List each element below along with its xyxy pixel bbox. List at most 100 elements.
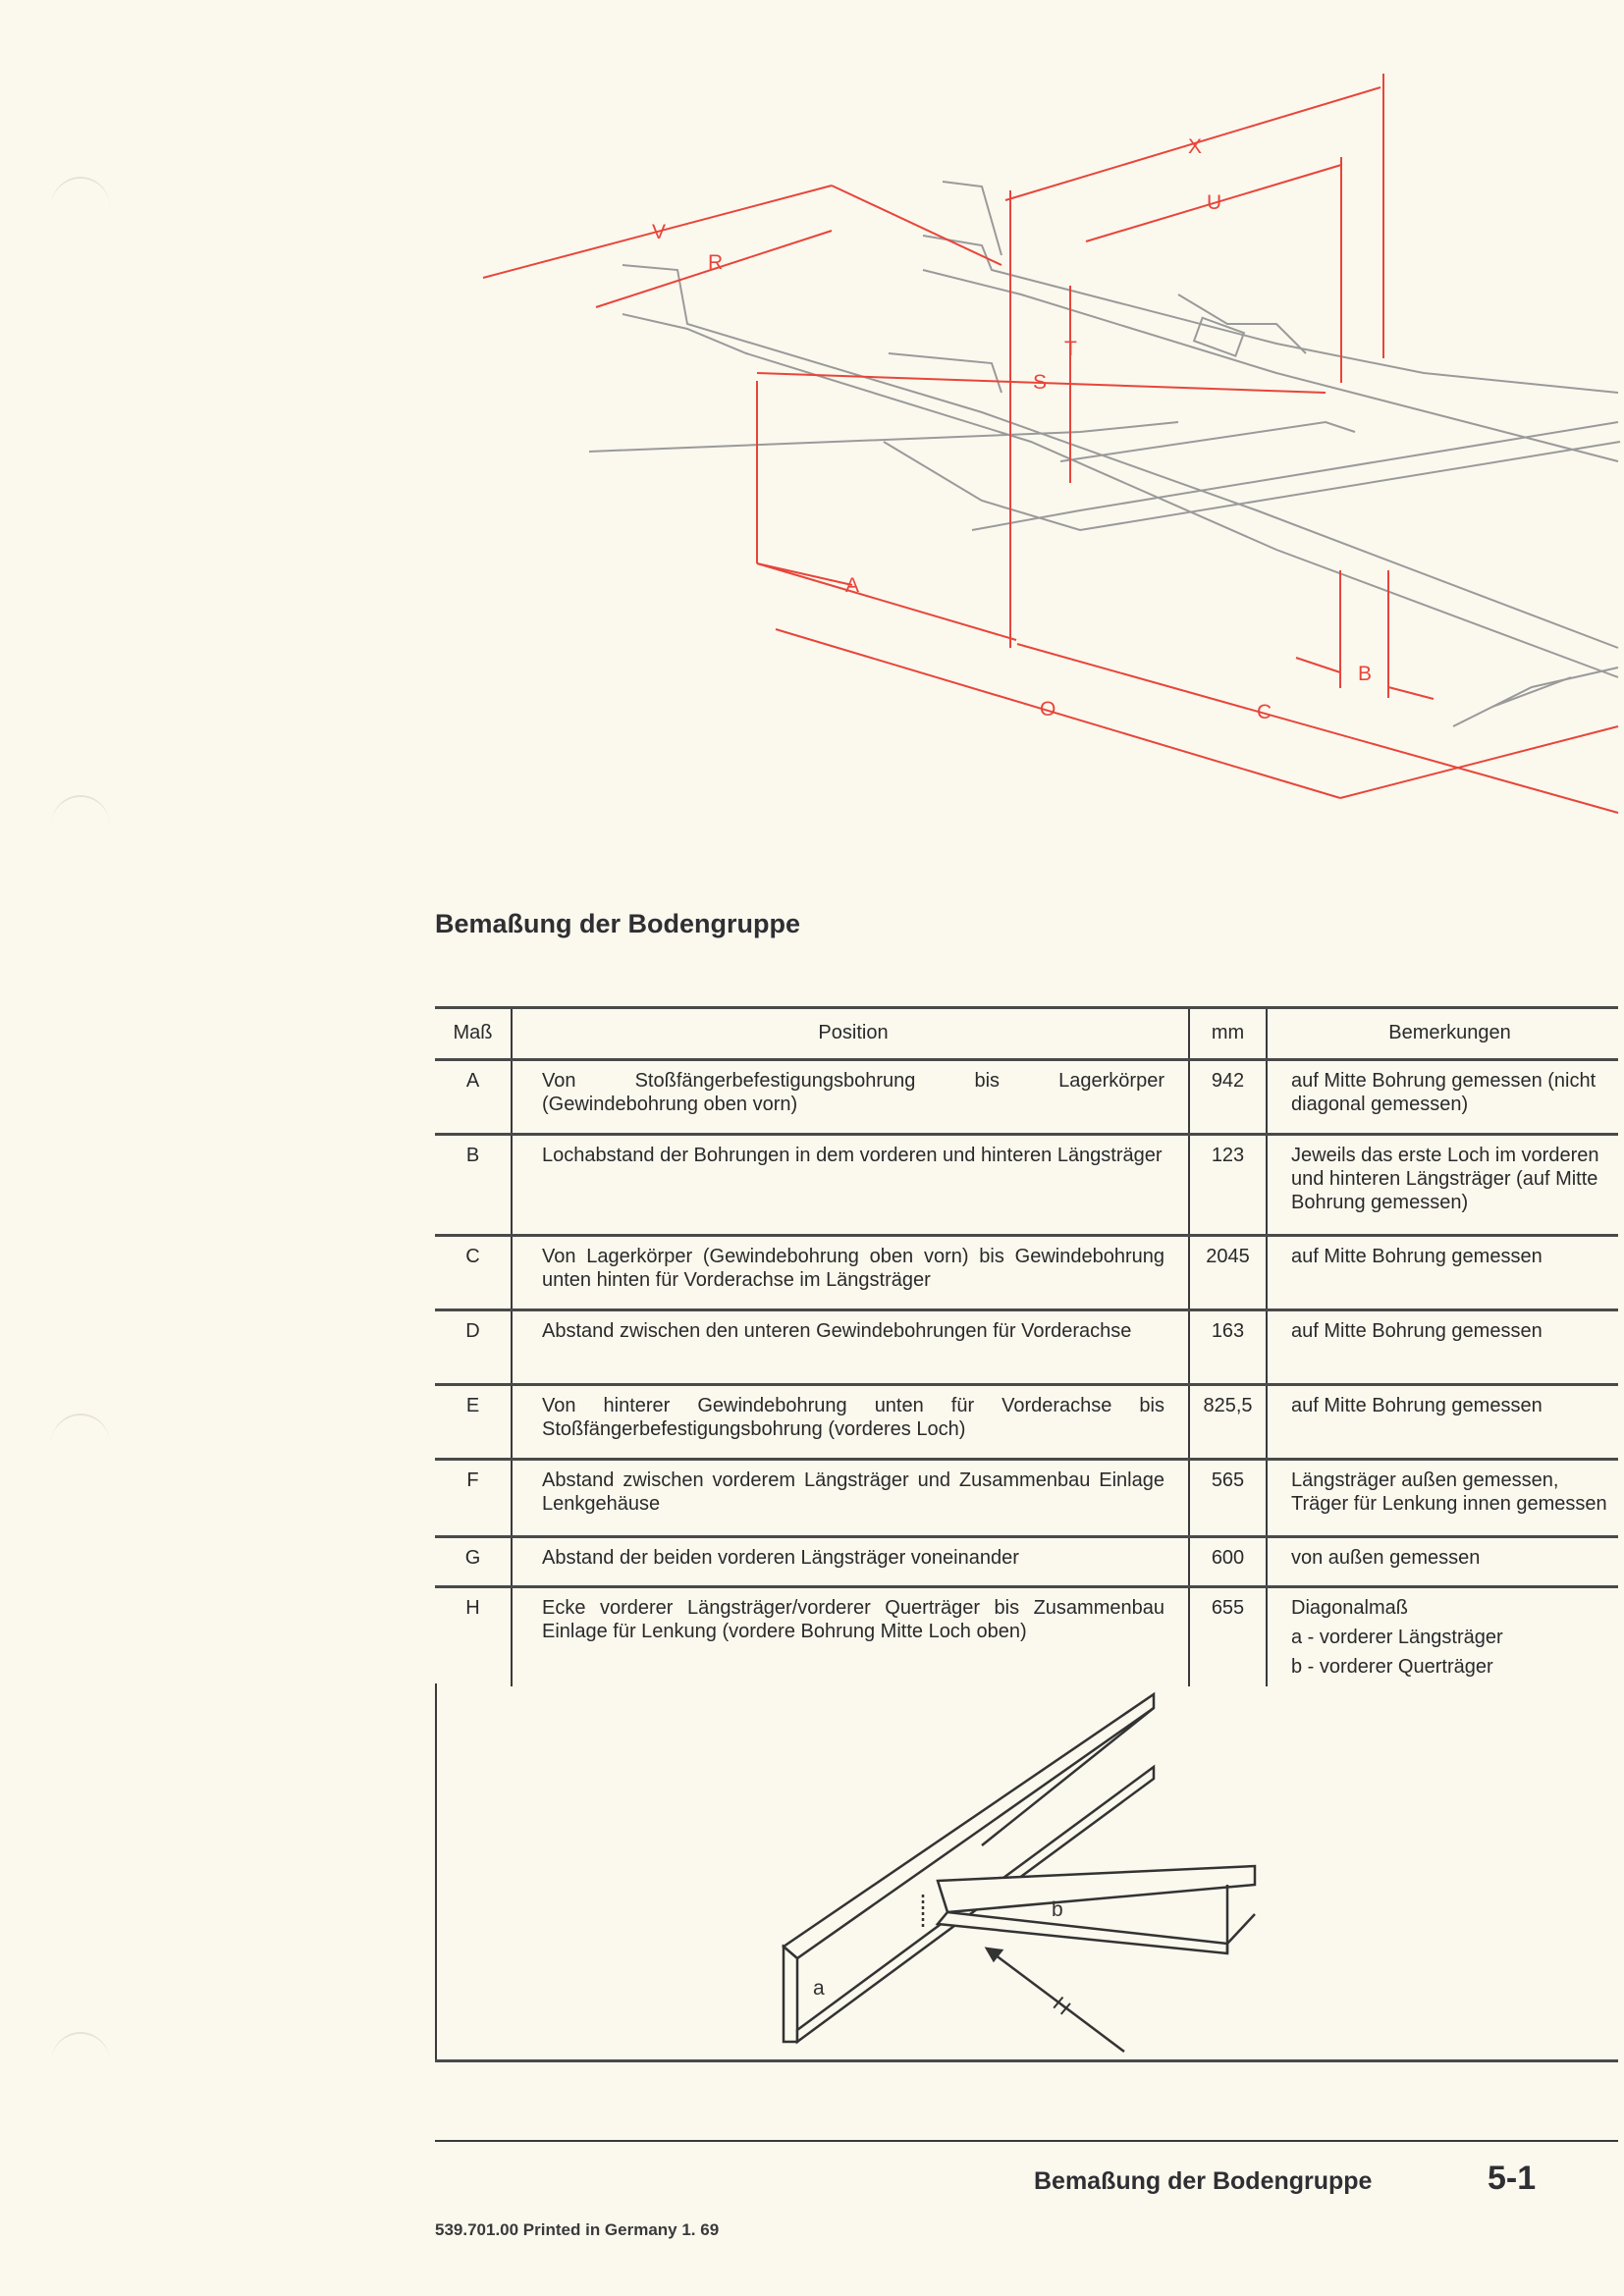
cell-remarks-text: auf Mitte Bohrung gemessen (nicht diagon… bbox=[1291, 1070, 1597, 1115]
cell-mm-text: 655 bbox=[1211, 1597, 1245, 1619]
cell-mm: 942 bbox=[1188, 1058, 1267, 1135]
table-row: H Ecke vorderer Längsträger/vorderer Quer… bbox=[435, 1585, 1618, 1686]
table-row: E Von hinterer Gewindebohrung unten für V… bbox=[435, 1383, 1618, 1460]
cell-position-text: Abstand zwischen den unteren Gewindebohr… bbox=[542, 1320, 1132, 1342]
header-remarks: Bemerkungen bbox=[1266, 1006, 1618, 1060]
cell-mass-text: B bbox=[465, 1145, 480, 1166]
cell-remarks: Jeweils das erste Loch im vorderen und h… bbox=[1266, 1133, 1618, 1236]
beam-label-b: b bbox=[1052, 1898, 1063, 1921]
dimension-lines bbox=[482, 74, 1619, 814]
cell-remarks-text: von außen gemessen bbox=[1291, 1547, 1481, 1569]
dimension-label-s: S bbox=[1033, 371, 1047, 394]
cell-mm: 825,5 bbox=[1188, 1383, 1267, 1460]
cell-remarks-text: auf Mitte Bohrung gemessen bbox=[1291, 1246, 1543, 1267]
cell-position-text: Abstand zwischen vorderem Längsträger un… bbox=[542, 1469, 1164, 1515]
punch-hole bbox=[51, 2032, 110, 2093]
cell-mass: C bbox=[435, 1234, 512, 1310]
dimension-label-c: C bbox=[1257, 701, 1272, 723]
cell-remarks-text: auf Mitte Bohrung gemessen bbox=[1291, 1395, 1543, 1416]
cell-mass: A bbox=[435, 1058, 512, 1135]
cell-remarks: von außen gemessen bbox=[1266, 1535, 1618, 1587]
footer-divider bbox=[435, 2140, 1618, 2142]
dimension-label-x: X bbox=[1188, 135, 1202, 158]
table-row: C Von Lagerkörper (Gewindebohrung oben vo… bbox=[435, 1234, 1618, 1310]
cell-mm-text: 2045 bbox=[1206, 1246, 1250, 1267]
cell-remarks: Diagonalmaß a - vorderer Längsträger b - v… bbox=[1266, 1585, 1618, 1686]
table-row: D Abstand zwischen den unteren Gewindeboh… bbox=[435, 1308, 1618, 1385]
cell-remarks: auf Mitte Bohrung gemessen bbox=[1266, 1308, 1618, 1385]
remarks-line: b - vorderer Querträger bbox=[1291, 1656, 1493, 1678]
cell-position-text: Von hinterer Gewindebohrung unten für Vo… bbox=[542, 1395, 1164, 1440]
cell-mass-text: E bbox=[465, 1395, 480, 1416]
cell-mass: H bbox=[435, 1585, 512, 1686]
header-position: Position bbox=[511, 1006, 1189, 1060]
cell-remarks: auf Mitte Bohrung gemessen (nicht diagon… bbox=[1266, 1058, 1618, 1135]
cell-position: Ecke vorderer Längsträger/vorderer Quert… bbox=[511, 1585, 1189, 1686]
dimension-label-v: V bbox=[652, 221, 666, 243]
dimension-label-a: A bbox=[845, 574, 859, 597]
dimension-label-u: U bbox=[1207, 191, 1221, 214]
cell-position: Abstand zwischen den unteren Gewindebohr… bbox=[511, 1308, 1189, 1385]
cell-mass-text: A bbox=[465, 1070, 480, 1092]
cell-mm-text: 942 bbox=[1211, 1070, 1245, 1092]
cell-remarks: auf Mitte Bohrung gemessen bbox=[1266, 1234, 1618, 1310]
cell-mm-text: 600 bbox=[1211, 1547, 1245, 1569]
punch-hole bbox=[51, 177, 110, 238]
chassis-frame-drawing bbox=[588, 181, 1621, 727]
cell-position-text: Lochabstand der Bohrungen in dem vordere… bbox=[542, 1145, 1163, 1166]
cell-mm-text: 565 bbox=[1211, 1469, 1245, 1491]
dimension-label-o: O bbox=[1040, 698, 1056, 721]
cell-mass-text: C bbox=[465, 1246, 480, 1267]
cell-mm: 163 bbox=[1188, 1308, 1267, 1385]
table-row: G Abstand der beiden vorderen Längsträger… bbox=[435, 1535, 1618, 1587]
dimension-label-r: R bbox=[708, 251, 723, 274]
cell-position-text: Von Lagerkörper (Gewindebohrung oben vor… bbox=[542, 1246, 1164, 1291]
cell-mm-text: 825,5 bbox=[1203, 1395, 1253, 1416]
cell-mm-text: 163 bbox=[1211, 1320, 1245, 1342]
cell-remarks-text: Längsträger außen gemessen, Träger für L… bbox=[1291, 1469, 1607, 1515]
page-number: 5-1 bbox=[1488, 2160, 1537, 2197]
print-info: 539.701.00 Printed in Germany 1. 69 bbox=[435, 2220, 720, 2239]
cell-position: Von hinterer Gewindebohrung unten für Vo… bbox=[511, 1383, 1189, 1460]
cell-position: Abstand der beiden vorderen Längsträger … bbox=[511, 1535, 1189, 1587]
dimension-label-t: T bbox=[1064, 338, 1077, 360]
cell-remarks-text: auf Mitte Bohrung gemessen bbox=[1291, 1320, 1543, 1342]
footer-title: Bemaßung der Bodengruppe bbox=[1034, 2167, 1373, 2195]
table-row: B Lochabstand der Bohrungen in dem vorder… bbox=[435, 1133, 1618, 1236]
cell-mass-text: G bbox=[464, 1547, 481, 1569]
remarks-line: a - vorderer Längsträger bbox=[1291, 1627, 1503, 1648]
cell-mass: D bbox=[435, 1308, 512, 1385]
cell-mm: 2045 bbox=[1188, 1234, 1267, 1310]
cell-mass: E bbox=[435, 1383, 512, 1460]
cell-remarks: Längsträger außen gemessen, Träger für L… bbox=[1266, 1458, 1618, 1537]
cell-position-text: Von Stoßfängerbefestigungsbohrung bis La… bbox=[542, 1070, 1164, 1115]
dimension-label-b: B bbox=[1358, 663, 1372, 685]
cell-mass: F bbox=[435, 1458, 512, 1537]
cell-mm: 123 bbox=[1188, 1133, 1267, 1236]
cell-position-text: Abstand der beiden vorderen Längsträger … bbox=[542, 1547, 1019, 1569]
cell-position: Lochabstand der Bohrungen in dem vordere… bbox=[511, 1133, 1189, 1236]
cell-mass-text: D bbox=[465, 1320, 480, 1342]
cell-position-text: Ecke vorderer Längsträger/vorderer Quert… bbox=[542, 1597, 1164, 1642]
cell-remarks-text: Diagonalmaß bbox=[1291, 1597, 1408, 1619]
cell-remarks: auf Mitte Bohrung gemessen bbox=[1266, 1383, 1618, 1460]
cell-remarks-text: Jeweils das erste Loch im vorderen und h… bbox=[1291, 1145, 1599, 1213]
cell-position: Von Lagerkörper (Gewindebohrung oben vor… bbox=[511, 1234, 1189, 1310]
cell-position: Von Stoßfängerbefestigungsbohrung bis La… bbox=[511, 1058, 1189, 1135]
table-row: A Von Stoßfängerbefestigungsbohrung bis L… bbox=[435, 1058, 1618, 1135]
beam-label-a: a bbox=[813, 1977, 825, 2000]
cell-position: Abstand zwischen vorderem Längsträger un… bbox=[511, 1458, 1189, 1537]
table-border bbox=[435, 1683, 437, 2061]
cell-mass: B bbox=[435, 1133, 512, 1236]
cell-mass: G bbox=[435, 1535, 512, 1587]
section-title: Bemaßung der Bodengruppe bbox=[435, 909, 801, 938]
header-mm: mm bbox=[1188, 1006, 1267, 1060]
cell-mm: 655 bbox=[1188, 1585, 1267, 1686]
cell-mm: 600 bbox=[1188, 1535, 1267, 1587]
cell-mass-text: H bbox=[465, 1597, 480, 1619]
cell-mass-text: F bbox=[466, 1469, 479, 1491]
beam-detail-drawing bbox=[781, 1691, 1257, 2053]
cell-mm-text: 123 bbox=[1211, 1145, 1245, 1166]
table-border bbox=[435, 2059, 1618, 2062]
